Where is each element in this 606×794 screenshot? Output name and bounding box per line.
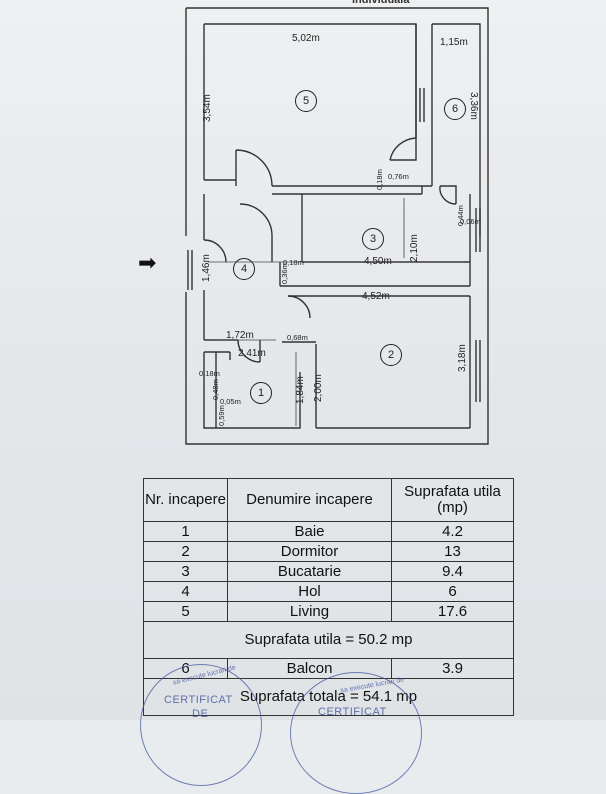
page-header-fragment: individuala — [352, 0, 410, 6]
dim-living-height: 3,54m — [202, 94, 213, 122]
dim-hol-height: 1,46m — [201, 254, 212, 282]
room-number-4: 4 — [233, 258, 255, 280]
dim-hol-wall-small2: 0,36m — [280, 263, 289, 284]
cell-area: 9.4 — [391, 561, 514, 582]
table-row: 3 Bucatarie 9.4 — [143, 561, 514, 582]
dim-bath-height: 1,84m — [295, 376, 306, 404]
stamp-word-left-1: CERTIFICAT — [164, 694, 233, 706]
dim-bath-small4: 0,59m — [217, 405, 226, 426]
stamp-word-right: CERTIFICAT — [318, 706, 387, 718]
dim-kitchen-width: 4,50m — [364, 256, 392, 267]
dim-bath-width: 1,72m — [226, 330, 254, 341]
cell-nr: 4 — [143, 581, 228, 602]
cell-name: Living — [227, 601, 392, 622]
dim-living-width: 5,02m — [292, 33, 320, 44]
header-nr: Nr. incapere — [143, 478, 228, 522]
table-row: 2 Dormitor 13 — [143, 541, 514, 562]
table-row: 4 Hol 6 — [143, 581, 514, 602]
dim-kitchen-height: 2,10m — [409, 234, 420, 262]
cell-nr: 2 — [143, 541, 228, 562]
cell-name: Baie — [227, 521, 392, 542]
table-header-row: Nr. incapere Denumire incapere Suprafata… — [143, 478, 514, 522]
dim-bath-diag: 2,41m — [238, 348, 266, 359]
dim-bath-small1: 0,18m — [199, 369, 220, 378]
cell-area: 3.9 — [391, 658, 514, 679]
cell-name: Bucatarie — [227, 561, 392, 582]
dim-kitchen-wall-small: 0,18m — [375, 169, 384, 190]
room-number-3: 3 — [362, 228, 384, 250]
table-row: 1 Baie 4.2 — [143, 521, 514, 542]
room-number-6: 6 — [444, 98, 466, 120]
cell-name: Hol — [227, 581, 392, 602]
dim-bedroom-width: 4,52m — [362, 291, 390, 302]
cell-area: 13 — [391, 541, 514, 562]
cell-name: Dormitor — [227, 541, 392, 562]
dim-hol-wall-small: 0,18m — [283, 258, 304, 267]
stamp-seal-left — [140, 664, 262, 786]
dim-balcon-width: 1,15m — [440, 37, 468, 48]
room-number-5: 5 — [295, 90, 317, 112]
cell-nr: 1 — [143, 521, 228, 542]
cell-area: 6 — [391, 581, 514, 602]
total-utila-row: Suprafata utila = 50.2 mp — [143, 621, 514, 659]
table-row: 5 Living 17.6 — [143, 601, 514, 622]
dim-bedroom-height: 3,18m — [457, 344, 468, 372]
total-utila: Suprafata utila = 50.2 mp — [143, 621, 514, 659]
dim-kitchen-door: 0,76m — [388, 172, 409, 181]
entrance-arrow-icon: ➡ — [138, 250, 157, 275]
cell-nr: 3 — [143, 561, 228, 582]
dim-balcon-small2: 0,06m — [460, 217, 481, 226]
room-number-2: 2 — [380, 344, 402, 366]
floor-plan-drawing — [185, 7, 489, 445]
cell-area: 17.6 — [391, 601, 514, 622]
header-suprafata: Suprafata utila (mp) — [391, 478, 514, 522]
dim-corridor-height: 2,00m — [313, 374, 324, 402]
dim-balcon-height: 3,36m — [468, 92, 479, 120]
dim-bath-small3: 0,05m — [220, 397, 241, 406]
header-denumire: Denumire incapere — [227, 478, 392, 522]
dim-bath-door: 0,68m — [287, 333, 308, 342]
stamp-word-left-2: DE — [192, 708, 209, 720]
cell-area: 4.2 — [391, 521, 514, 542]
dim-bath-small2: 0,48m — [211, 379, 220, 400]
cell-nr: 5 — [143, 601, 228, 622]
room-number-1: 1 — [250, 382, 272, 404]
